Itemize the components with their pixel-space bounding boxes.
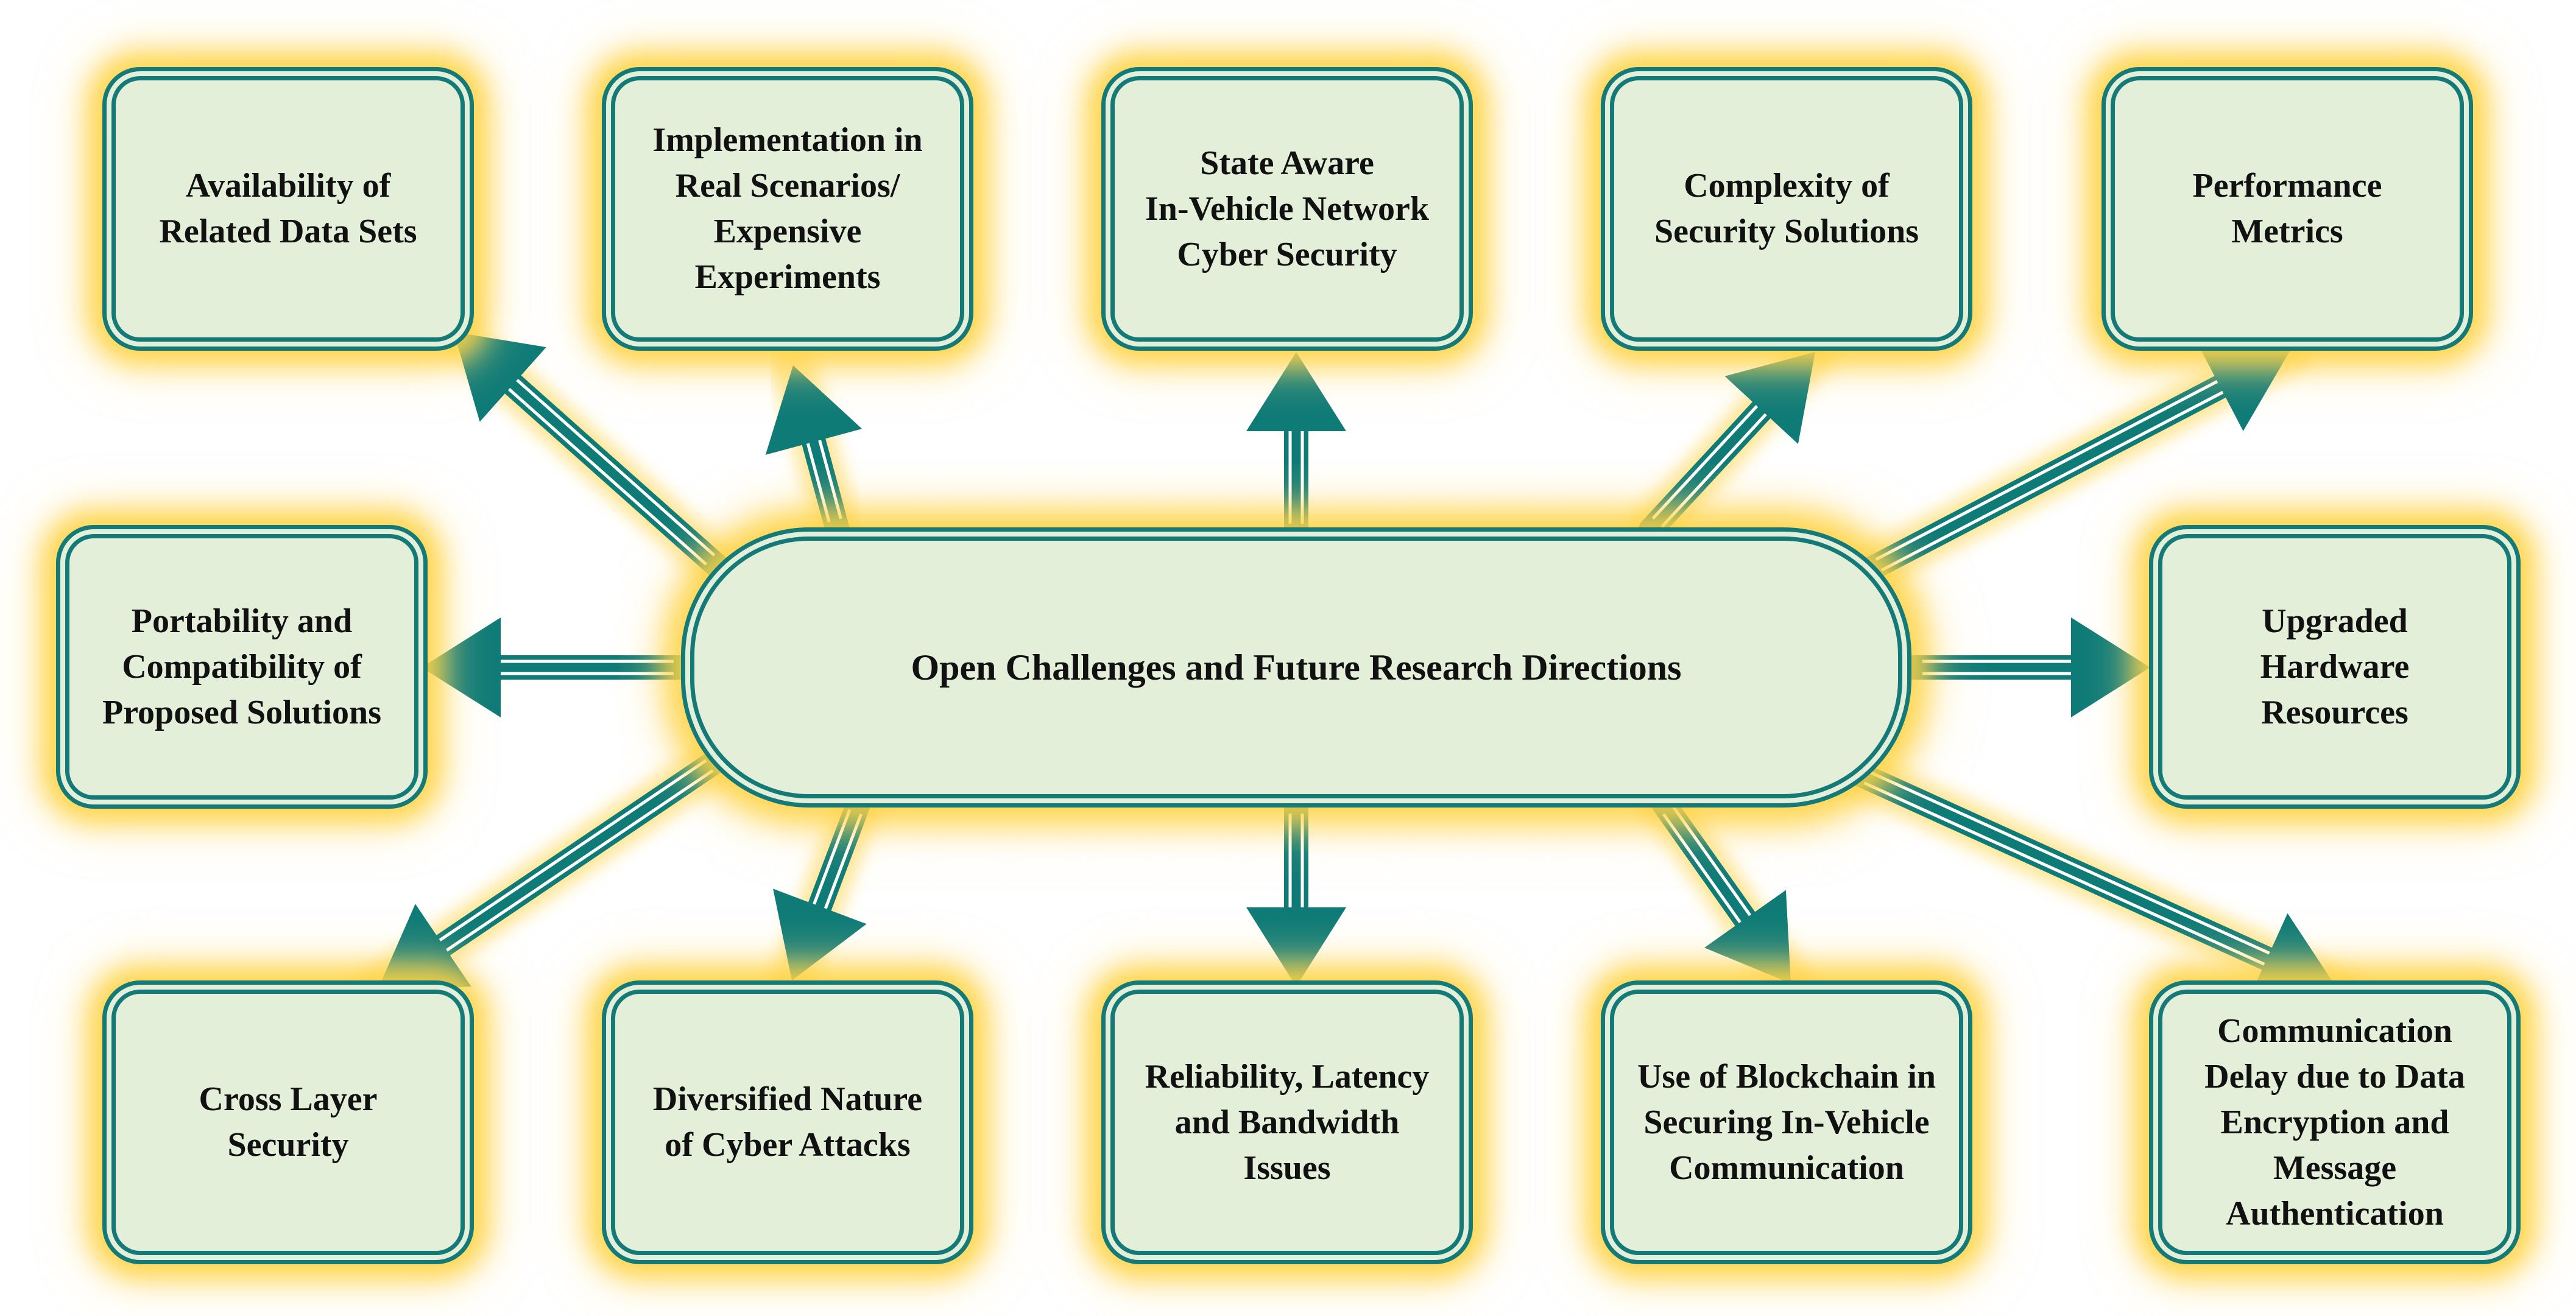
central-hub: Open Challenges and Future Research Dire…	[681, 527, 1911, 808]
arrow-shaft	[1858, 373, 2235, 582]
arrow-head	[378, 904, 471, 990]
arrow-head	[1724, 352, 1815, 445]
central-hub-label: Open Challenges and Future Research Dire…	[911, 647, 1682, 688]
node-performance-metrics: Performance Metrics	[2101, 67, 2473, 351]
node-label: Performance Metrics	[2192, 167, 2382, 250]
arrow-to-reliability-latency-bandwidth	[1246, 792, 1346, 987]
arrow-inner-line	[439, 759, 707, 942]
arrow-to-blockchain-in-vehicle	[1651, 790, 1791, 983]
arrow-inner-line	[1662, 813, 1741, 924]
node-label: Use of Blockchain in Securing In-Vehicle…	[1637, 1057, 1936, 1187]
arrow-inner-line	[1875, 380, 2218, 561]
node-label: Upgraded Hardware Resources	[2260, 602, 2410, 731]
node-label: Reliability, Latency and Bandwidth Issue…	[1145, 1057, 1430, 1187]
arrow-head	[1246, 352, 1346, 431]
arrow-head	[1704, 890, 1791, 983]
node-portability-compatibility: Portability and Compatibility of Propose…	[56, 525, 428, 809]
arrow-inner-line	[516, 379, 716, 557]
node-label: Communication Delay due to Data Encrypti…	[2204, 1012, 2465, 1233]
arrow-shaft	[1651, 790, 1759, 934]
arrow-head	[2197, 342, 2290, 431]
arrow-to-cross-layer-security	[378, 748, 730, 990]
arrow-shaft	[1846, 761, 2282, 972]
node-cross-layer-security: Cross Layer Security	[102, 980, 474, 1264]
node-diversified-cyber-attacks: Diversified Nature of Cyber Attacks	[602, 980, 973, 1264]
arrow-to-availability-data-sets	[454, 332, 730, 579]
node-implementation-real-scenarios: Implementation in Real Scenarios/ Expens…	[602, 67, 973, 351]
arrow-head	[765, 365, 863, 455]
node-availability-data-sets: Availability of Related Data Sets	[102, 67, 474, 351]
node-label: Implementation in Real Scenarios/ Expens…	[652, 121, 923, 296]
arrow-to-state-aware-security	[1246, 352, 1346, 546]
arrow-inner-line	[1863, 781, 2265, 966]
node-state-aware-security: State Aware In-Vehicle Network Cyber Sec…	[1101, 67, 1473, 351]
arrow-head	[773, 888, 867, 980]
arrow-head	[2071, 618, 2150, 717]
node-upgraded-hardware: Upgraded Hardware Resources	[2149, 525, 2521, 809]
arrow-inner-line	[1868, 770, 2270, 955]
arrow-shaft	[800, 427, 850, 542]
arrow-head	[1246, 907, 1346, 987]
node-label: Portability and Compatibility of Propose…	[102, 602, 381, 731]
arrow-to-upgraded-hardware	[1900, 618, 2150, 717]
node-blockchain-in-vehicle: Use of Blockchain in Securing In-Vehicle…	[1601, 980, 1972, 1264]
arrow-head	[422, 618, 501, 717]
arrow-inner-line	[818, 440, 842, 519]
arrow-shaft	[429, 748, 730, 959]
node-label: Availability of Related Data Sets	[159, 167, 417, 250]
arrow-shaft	[499, 370, 730, 579]
arrow-to-implementation-real-scenarios	[765, 365, 863, 542]
arrow-inner-line	[1660, 413, 1767, 528]
node-complexity-security-solutions: Complexity of Security Solutions	[1601, 67, 1972, 351]
arrow-to-portability-compatibility	[422, 618, 696, 717]
node-label: Cross Layer Security	[199, 1080, 378, 1164]
arrow-shaft	[1639, 396, 1776, 542]
node-reliability-latency-bandwidth: Reliability, Latency and Bandwidth Issue…	[1101, 980, 1473, 1264]
arrow-inner-line	[806, 443, 831, 523]
node-communication-delay: Communication Delay due to Data Encrypti…	[2149, 980, 2521, 1264]
arrow-head	[454, 332, 546, 422]
node-label: Diversified Nature of Cyber Attacks	[652, 1080, 923, 1164]
arrow-to-performance-metrics	[1858, 342, 2290, 582]
arrow-inner-line	[1672, 806, 1752, 917]
arrow-to-diversified-cyber-attacks	[773, 790, 871, 980]
arrow-inner-line	[507, 387, 708, 566]
node-label: Complexity of Security Solutions	[1654, 167, 1919, 250]
arrow-inner-line	[445, 769, 714, 952]
arrow-to-complexity-security-solutions	[1639, 352, 1815, 542]
arrow-inner-line	[1651, 404, 1759, 520]
arrow-inner-line	[824, 813, 863, 909]
arrow-inner-line	[813, 809, 852, 905]
arrow-inner-line	[1880, 390, 2224, 572]
arrow-shaft	[806, 790, 871, 921]
node-label: State Aware In-Vehicle Network Cyber Sec…	[1145, 144, 1430, 273]
